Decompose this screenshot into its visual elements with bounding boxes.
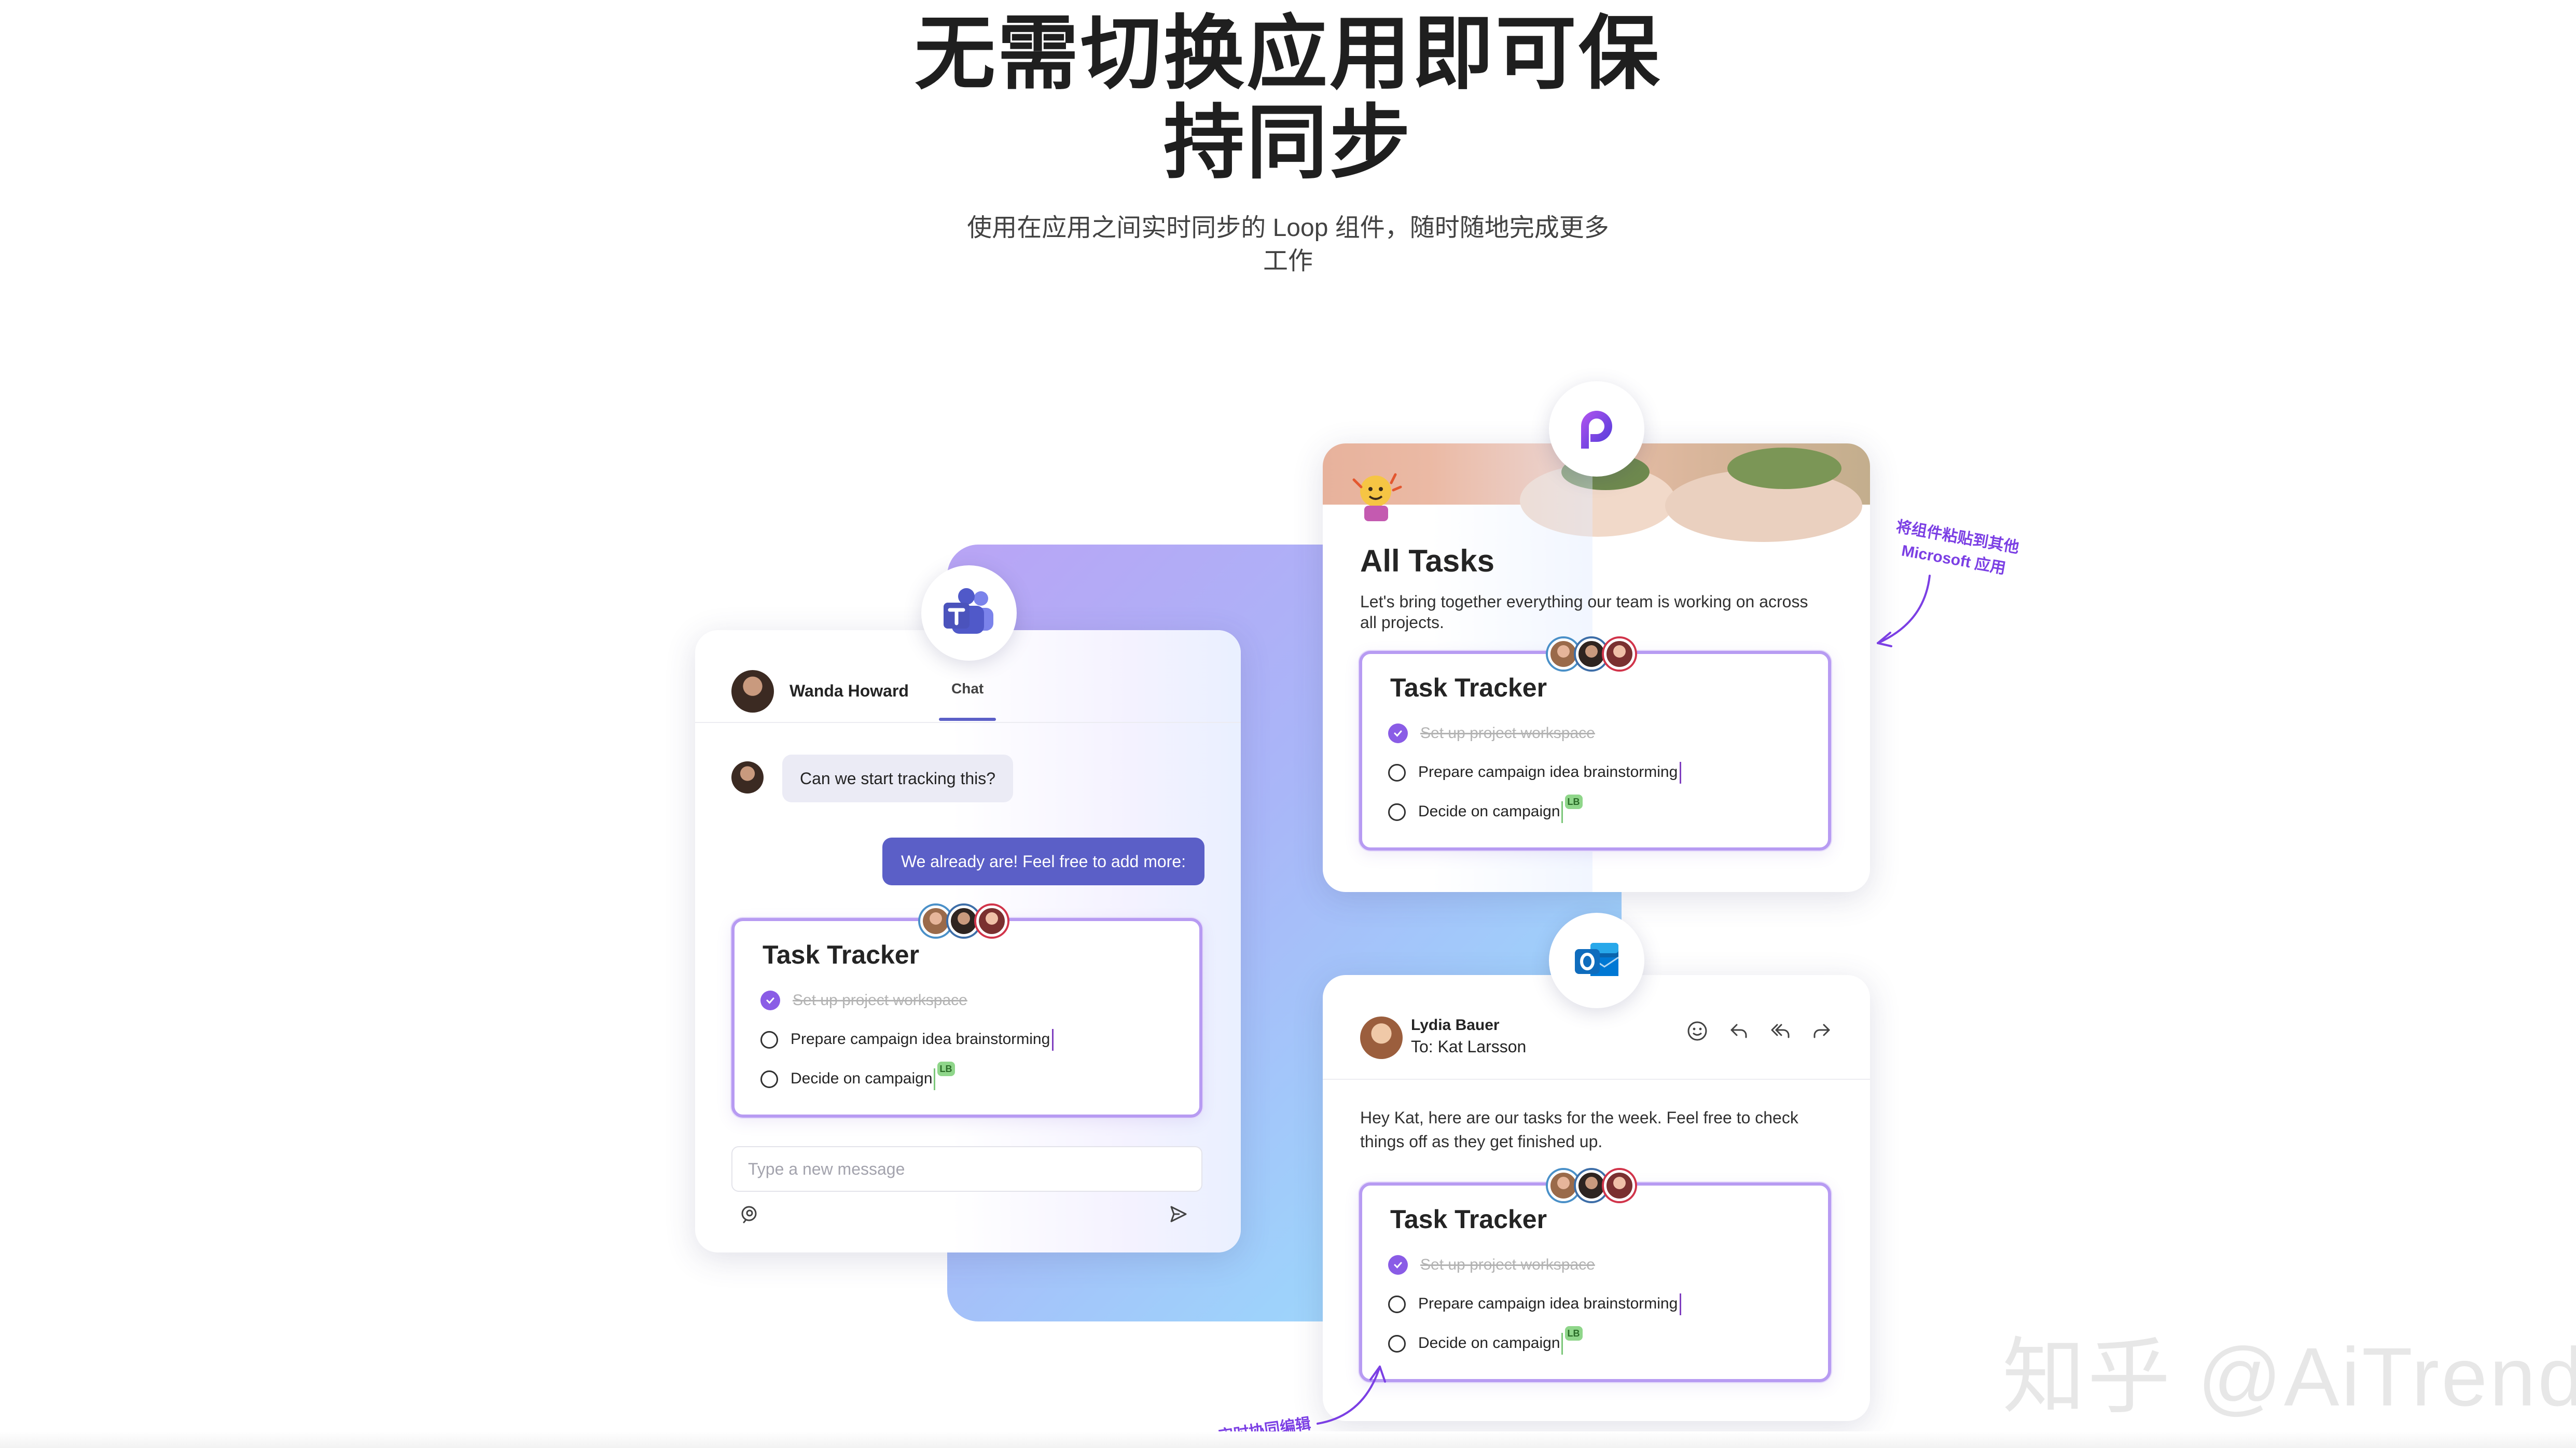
page-title-line-1: 无需切换应用即可保 <box>915 9 1661 99</box>
checkbox-icon[interactable] <box>760 1070 778 1088</box>
task-tracker-component[interactable]: Task Tracker Set up project workspace Pr… <box>1359 1170 1831 1382</box>
avatar <box>1576 638 1607 670</box>
watermark: 知乎 @AiTrend <box>2002 1330 2576 1423</box>
checkbox-icon[interactable] <box>1388 1335 1406 1353</box>
annotation-arrow-icon <box>1317 1366 1386 1425</box>
task-label: Decide on campaignLB <box>1418 1326 1583 1355</box>
checkbox-icon[interactable] <box>1388 1296 1406 1313</box>
forward-icon[interactable] <box>1810 1020 1833 1048</box>
avatar <box>1576 1170 1607 1201</box>
incoming-message-bubble: Can we start tracking this? <box>782 755 1014 802</box>
coauthor-avatars <box>1548 1170 1635 1201</box>
send-icon[interactable] <box>1168 1204 1189 1227</box>
loop-workspace-card: All Tasks Let's bring together everythin… <box>1323 443 1870 892</box>
loop-banner-image <box>1323 443 1870 542</box>
task-row[interactable]: Prepare campaign idea brainstorming <box>1388 1291 1682 1317</box>
checkmark-icon[interactable] <box>1388 723 1408 743</box>
task-row[interactable]: Set up project workspace <box>1388 1252 1595 1278</box>
mail-action-bar <box>1686 1020 1833 1048</box>
page-title-line-2: 持同步 <box>1164 98 1412 188</box>
checkmark-icon[interactable] <box>1388 1255 1408 1275</box>
checkmark-icon[interactable] <box>760 991 780 1010</box>
task-tracker-title: Task Tracker <box>1390 673 1547 702</box>
loop-insert-icon[interactable] <box>739 1204 759 1227</box>
message-input[interactable] <box>731 1146 1202 1192</box>
mail-sender-name: Lydia Bauer <box>1411 1017 1500 1034</box>
reply-icon[interactable] <box>1727 1020 1750 1048</box>
coauthor-badge: LB <box>1564 794 1583 809</box>
mail-body-text: Hey Kat, here are our tasks for the week… <box>1360 1108 1798 1151</box>
task-row[interactable]: Set up project workspace <box>760 987 967 1013</box>
coauthor-avatars <box>920 906 1007 937</box>
chat-contact-name[interactable]: Wanda Howard <box>790 681 909 700</box>
page-subtitle: 使用在应用之间实时同步的 Loop 组件，随时随地完成更多 工作 <box>925 212 1651 278</box>
message-input-field[interactable] <box>732 1147 1201 1191</box>
task-row[interactable]: Set up project workspace <box>1388 720 1595 746</box>
coauthor-avatars <box>1548 638 1635 670</box>
teams-logo-icon <box>921 565 1017 661</box>
loop-page-description: Let's bring together everything our team… <box>1360 592 1808 632</box>
checkbox-icon[interactable] <box>1388 764 1406 782</box>
task-label: Decide on campaignLB <box>791 1061 955 1090</box>
avatar <box>1360 1017 1403 1059</box>
loop-logo-icon <box>1549 381 1644 477</box>
avatar <box>976 906 1007 937</box>
avatar <box>1604 638 1635 670</box>
annotation-arrow-icon <box>1877 575 1931 647</box>
emoji-icon[interactable] <box>1686 1020 1709 1048</box>
task-label: Prepare campaign idea brainstorming <box>791 1029 1054 1051</box>
coauthor-badge: LB <box>937 1061 955 1076</box>
outlook-logo-icon <box>1549 913 1644 1008</box>
task-row[interactable]: Decide on campaignLB <box>1388 1326 1583 1357</box>
mail-recipient: To: Kat Larsson <box>1411 1037 1527 1056</box>
tab-chat[interactable]: Chat <box>951 680 984 697</box>
task-label: Decide on campaignLB <box>1418 794 1583 823</box>
avatar <box>920 906 951 937</box>
avatar <box>948 906 979 937</box>
coauthor-badge: LB <box>1564 1326 1583 1341</box>
task-row[interactable]: Decide on campaignLB <box>760 1061 955 1092</box>
avatar[interactable] <box>731 670 774 713</box>
avatar <box>1604 1170 1635 1201</box>
checkbox-icon[interactable] <box>760 1031 778 1049</box>
task-label: Prepare campaign idea brainstorming <box>1418 762 1682 784</box>
outlook-mail-card: Lydia Bauer To: Kat Larsson Hey Kat, her… <box>1323 975 1870 1421</box>
divider <box>1323 1079 1870 1080</box>
tab-active-indicator <box>939 718 996 721</box>
task-row[interactable]: Decide on campaignLB <box>1388 794 1583 825</box>
avatar <box>1548 1170 1579 1201</box>
task-tracker-title: Task Tracker <box>763 940 920 969</box>
avatar <box>1548 638 1579 670</box>
celebration-emoji-icon <box>1344 464 1411 529</box>
outgoing-message-bubble: We already are! Feel free to add more: <box>882 838 1204 885</box>
task-row[interactable]: Prepare campaign idea brainstorming <box>760 1027 1054 1053</box>
teams-chat-card: Wanda Howard Chat Can we start tracking … <box>695 630 1241 1252</box>
task-label: Set up project workspace <box>793 992 967 1009</box>
checkbox-icon[interactable] <box>1388 803 1406 821</box>
avatar <box>731 761 764 793</box>
task-tracker-component[interactable]: Task Tracker Set up project workspace Pr… <box>731 906 1202 1118</box>
task-label: Prepare campaign idea brainstorming <box>1418 1293 1682 1315</box>
loop-page-title: All Tasks <box>1360 544 1495 578</box>
page-title: 无需切换应用即可保 持同步 <box>873 9 1703 188</box>
page-bottom-edge <box>0 1431 2576 1448</box>
task-label: Set up project workspace <box>1420 1256 1595 1273</box>
task-tracker-title: Task Tracker <box>1390 1205 1547 1234</box>
task-label: Set up project workspace <box>1420 725 1595 742</box>
page-subtitle-line-1: 使用在应用之间实时同步的 Loop 组件，随时随地完成更多 <box>967 214 1609 242</box>
task-tracker-component[interactable]: Task Tracker Set up project workspace Pr… <box>1359 638 1831 851</box>
page-subtitle-line-2: 工作 <box>1263 247 1313 275</box>
divider <box>695 722 1241 723</box>
task-row[interactable]: Prepare campaign idea brainstorming <box>1388 760 1682 786</box>
reply-all-icon[interactable] <box>1769 1020 1792 1048</box>
